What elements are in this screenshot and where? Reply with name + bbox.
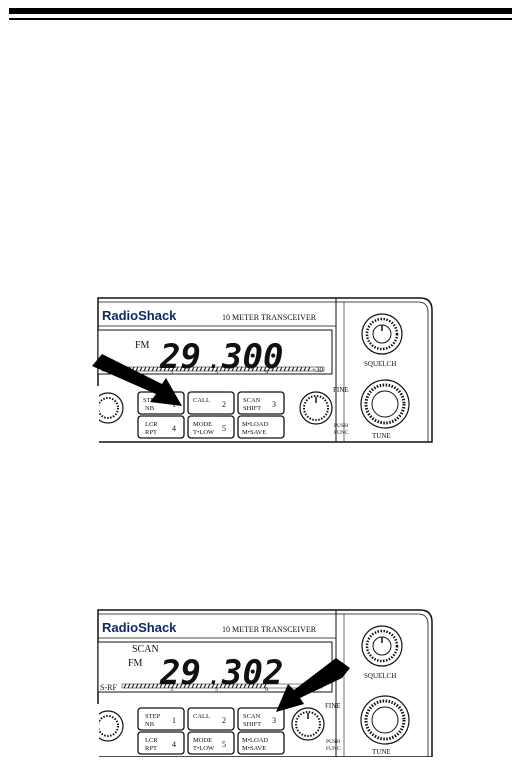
header-rule-thin — [9, 18, 512, 20]
keypad: STEP NB 1 CALL 2 SCAN SHIFT 3 LCR RPT 4 … — [137, 391, 285, 439]
meter-tick: 3 — [170, 687, 173, 693]
key-number: 2 — [222, 716, 226, 725]
mload-msave-key[interactable]: M•LOAD M•SAVE — [237, 415, 285, 439]
radio-figure-1: RadioShack 10 METER TRANSCEIVER FM 29 . … — [0, 296, 512, 446]
key-sublabel: NB — [145, 721, 155, 728]
lcr-rpt-key[interactable]: LCR RPT 4 — [137, 415, 185, 439]
squelch-knob[interactable] — [361, 313, 403, 355]
model-label: 10 METER TRANSCEIVER — [222, 625, 317, 634]
call-key[interactable]: CALL 2 — [187, 707, 235, 731]
scan-shift-key[interactable]: SCAN SHIFT 3 — [237, 391, 285, 415]
tune-knob[interactable] — [360, 695, 410, 745]
tune-knob[interactable] — [360, 379, 410, 429]
meter-tick: 9 — [265, 370, 268, 376]
fine-label: FINE — [325, 702, 341, 710]
frequency-khz: 302 — [221, 653, 283, 693]
mode-tlow-key[interactable]: MODE T•LOW 5 — [187, 731, 235, 755]
key-sublabel: T•LOW — [193, 745, 215, 752]
key-label: M•LOAD — [242, 421, 268, 428]
squelch-label: SQUELCH — [364, 672, 396, 680]
scan-indicator: SCAN — [132, 644, 159, 655]
fine-knob[interactable] — [291, 707, 325, 741]
step-nb-key[interactable]: STEP NB 1 — [137, 707, 185, 731]
mode-indicator: FM — [135, 340, 150, 351]
fine-label: FINE — [333, 386, 349, 394]
meter-tick: +30 — [312, 366, 323, 374]
key-number: 5 — [222, 740, 226, 749]
key-number: 4 — [172, 740, 176, 749]
key-label: LCR — [145, 737, 158, 744]
key-label: STEP — [145, 713, 161, 720]
squelch-knob[interactable] — [361, 625, 403, 667]
mload-msave-key[interactable]: M•LOAD M•SAVE — [237, 731, 285, 755]
key-sublabel: T•LOW — [193, 429, 215, 436]
key-number: 1 — [172, 716, 176, 725]
lcd-display — [97, 329, 333, 375]
meter-tick: 5 — [215, 687, 218, 693]
header-rule-thick — [9, 8, 512, 14]
meter-tick: 3 — [170, 370, 173, 376]
key-label: LCR — [145, 421, 158, 428]
squelch-label: SQUELCH — [364, 360, 396, 368]
key-label: MODE — [193, 737, 212, 744]
push-label: PUSH — [326, 739, 340, 745]
tune-label: TUNE — [372, 432, 391, 440]
keypad: STEP NB 1 CALL 2 SCAN SHIFT 3 LCR RPT 4 … — [137, 707, 285, 755]
radio-panel-illustration: RadioShack 10 METER TRANSCEIVER SCAN FM … — [92, 609, 433, 758]
pointer-arrow — [92, 354, 182, 406]
func-label: FUNC — [334, 430, 349, 436]
key-label: CALL — [193, 713, 210, 720]
push-label: PUSH — [334, 423, 348, 429]
key-label: SCAN — [243, 713, 261, 720]
pointer-arrow — [276, 658, 350, 712]
key-number: 5 — [222, 424, 226, 433]
key-sublabel: SHIFT — [243, 721, 261, 728]
meter-tick: 5 — [215, 370, 218, 376]
key-sublabel: RPT — [145, 429, 157, 436]
volume-knob[interactable] — [92, 392, 124, 424]
frequency-mhz: 29 — [159, 653, 201, 693]
meter-tick: 9 — [265, 687, 268, 693]
call-key[interactable]: CALL 2 — [187, 391, 235, 415]
mode-indicator: FM — [128, 658, 143, 669]
key-number: 4 — [172, 424, 176, 433]
key-sublabel: SHIFT — [243, 405, 261, 412]
frequency-dot: . — [208, 665, 220, 689]
key-sublabel: NB — [145, 405, 155, 412]
key-label: MODE — [193, 421, 212, 428]
key-number: 2 — [222, 400, 226, 409]
key-label: CALL — [193, 397, 210, 404]
key-label: M•LOAD — [242, 737, 268, 744]
key-number: 3 — [272, 716, 276, 725]
scan-shift-key[interactable]: SCAN SHIFT 3 — [237, 707, 285, 731]
meter-label: S-RF — [100, 683, 117, 692]
key-sublabel: M•SAVE — [242, 745, 266, 752]
lcd-display — [97, 641, 333, 693]
brand-logo: RadioShack — [102, 620, 177, 635]
key-label: STEP — [143, 397, 159, 404]
key-number: 3 — [272, 400, 276, 409]
brand-logo: RadioShack — [102, 308, 177, 323]
key-sublabel: M•SAVE — [242, 429, 266, 436]
key-label: SCAN — [243, 397, 261, 404]
key-sublabel: RPT — [145, 745, 157, 752]
fine-knob[interactable] — [299, 391, 333, 425]
radio-figure-2: RadioShack 10 METER TRANSCEIVER SCAN FM … — [0, 608, 512, 758]
func-label: FUNC — [326, 746, 341, 752]
model-label: 10 METER TRANSCEIVER — [222, 313, 317, 322]
lcr-rpt-key[interactable]: LCR RPT 4 — [137, 731, 185, 755]
tune-label: TUNE — [372, 748, 391, 756]
mode-tlow-key[interactable]: MODE T•LOW 5 — [187, 415, 235, 439]
radio-panel-illustration: RadioShack 10 METER TRANSCEIVER FM 29 . … — [92, 297, 433, 444]
